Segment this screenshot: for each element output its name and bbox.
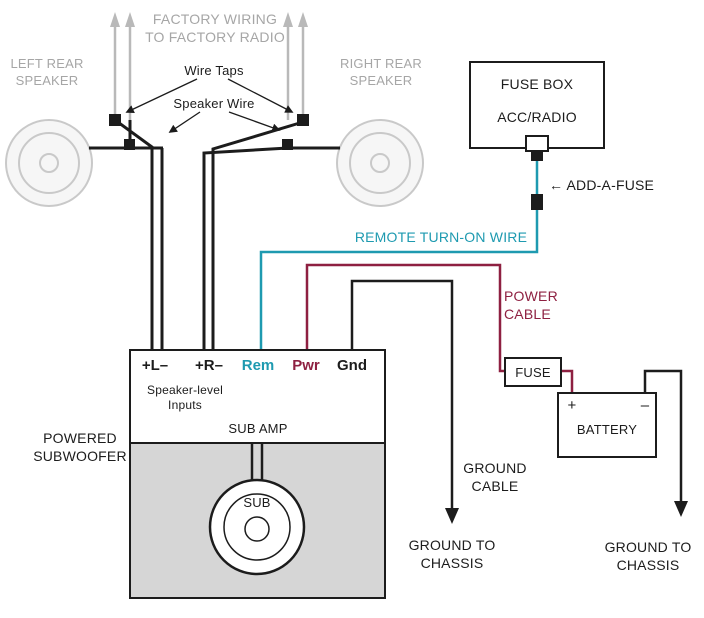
add-a-fuse-label: ← ADD-A-FUSE xyxy=(549,177,655,193)
amp-terminal-right-input: +R– xyxy=(195,357,223,374)
right-rear-speaker-label: RIGHT REAR SPEAKER xyxy=(340,56,422,89)
fuse-box-connector xyxy=(525,135,549,152)
power-cable-wire xyxy=(305,263,574,392)
speaker-wire-label: Speaker Wire xyxy=(173,96,255,111)
ground-to-chassis-left-label: GROUND TO CHASSIS xyxy=(408,537,496,572)
add-a-fuse-connector xyxy=(531,194,543,210)
fuse-box-label: FUSE BOX xyxy=(500,76,574,92)
acc-radio-label: ACC/RADIO xyxy=(497,109,577,125)
battery-label: BATTERY xyxy=(576,422,638,437)
ground-wires xyxy=(350,279,683,510)
battery-plus-terminal: + xyxy=(567,397,577,414)
inline-fuse-box xyxy=(504,357,562,387)
label-pointer-arrows xyxy=(125,78,294,133)
subwoofer-icon xyxy=(208,478,306,576)
wire-taps-label: Wire Taps xyxy=(184,63,244,78)
sub-label: SUB xyxy=(243,495,271,510)
battery-minus-terminal: – xyxy=(640,397,650,414)
remote-turn-on-label: REMOTE TURN-ON WIRE xyxy=(354,229,528,245)
ground-to-chassis-right-label: GROUND TO CHASSIS xyxy=(604,539,692,574)
battery-box xyxy=(557,392,657,458)
sub-amp-label: SUB AMP xyxy=(228,421,288,436)
remote-wire-connectors xyxy=(531,151,543,210)
factory-wiring-label: FACTORY WIRING TO FACTORY RADIO xyxy=(145,11,285,46)
amp-terminal-remote: Rem xyxy=(241,357,275,374)
right-rear-speaker-icon xyxy=(336,119,424,207)
powered-subwoofer-label: POWERED SUBWOOFER xyxy=(33,430,127,465)
amp-to-sub-wires xyxy=(250,444,264,481)
fuse-box xyxy=(469,61,605,149)
amp-terminal-ground: Gnd xyxy=(337,357,367,374)
amp-terminal-power: Pwr xyxy=(292,357,320,374)
speaker-wires xyxy=(89,118,340,349)
wire-tap-connectors xyxy=(109,114,309,150)
left-rear-speaker-icon xyxy=(5,119,93,207)
ground-arrowheads xyxy=(445,501,688,524)
fuse-label: FUSE xyxy=(515,365,551,380)
speaker-level-inputs-label: Speaker-level Inputs xyxy=(147,383,223,412)
power-cable-label: POWER CABLE xyxy=(504,288,558,323)
amp-box xyxy=(129,349,386,444)
left-rear-speaker-label: LEFT REAR SPEAKER xyxy=(10,56,84,89)
factory-wiring-arrows xyxy=(110,12,308,120)
amp-terminal-left-input: +L– xyxy=(141,357,169,374)
ground-cable-label: GROUND CABLE xyxy=(463,460,527,495)
